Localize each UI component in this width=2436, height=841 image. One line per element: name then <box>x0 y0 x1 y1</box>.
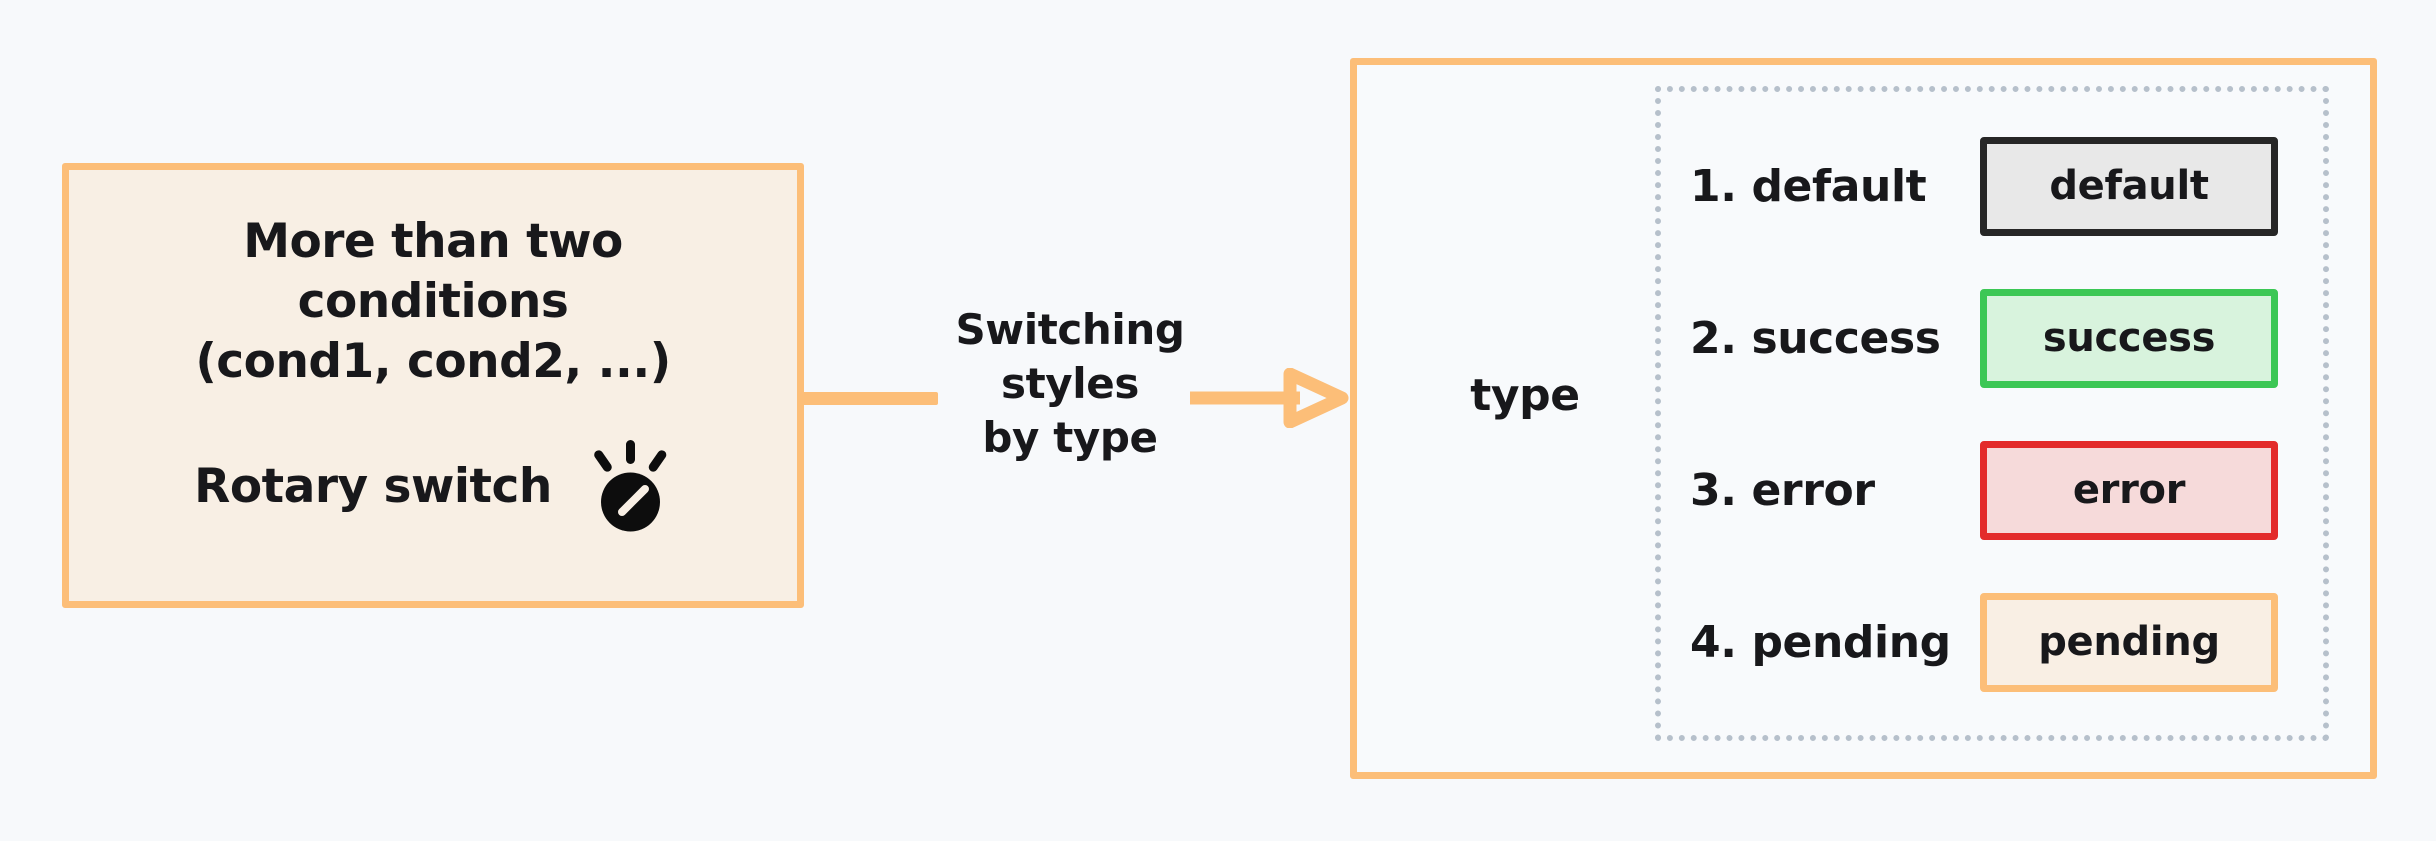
type-row-default[interactable]: 1. default default <box>1690 121 2310 251</box>
chip-default[interactable]: default <box>1980 136 2278 236</box>
type-row-label-success: 2. success <box>1690 312 1941 364</box>
type-row-pending[interactable]: 4. pending pending <box>1690 577 2310 707</box>
chip-pending[interactable]: pending <box>1980 592 2278 692</box>
type-row-label-error: 3. error <box>1690 464 1875 516</box>
chip-error[interactable]: error <box>1980 440 2278 540</box>
rotary-switch-label: Rotary switch <box>194 458 552 514</box>
source-box-content: More than two conditions (cond1, cond2, … <box>69 170 797 601</box>
type-row-label-pending: 4. pending <box>1690 616 1951 668</box>
source-switch-row: Rotary switch <box>69 440 797 532</box>
connector-line-left <box>800 392 938 405</box>
source-title: More than two conditions (cond1, cond2, … <box>195 214 671 390</box>
source-condition-box: More than two conditions (cond1, cond2, … <box>62 163 804 608</box>
target-type-label: type <box>1470 370 1580 421</box>
arrow-right-icon <box>1190 368 1349 428</box>
type-row-success[interactable]: 2. success success <box>1690 273 2310 403</box>
connector-label: Switching styles by type <box>955 305 1185 462</box>
chip-success[interactable]: success <box>1980 288 2278 388</box>
rotary-knob-icon <box>594 440 667 532</box>
type-options-list: 1. default default 2. success success 3.… <box>1690 110 2310 718</box>
type-options-dotted-panel <box>1655 86 2329 741</box>
type-row-error[interactable]: 3. error error <box>1690 425 2310 555</box>
type-row-label-default: 1. default <box>1690 160 1927 212</box>
